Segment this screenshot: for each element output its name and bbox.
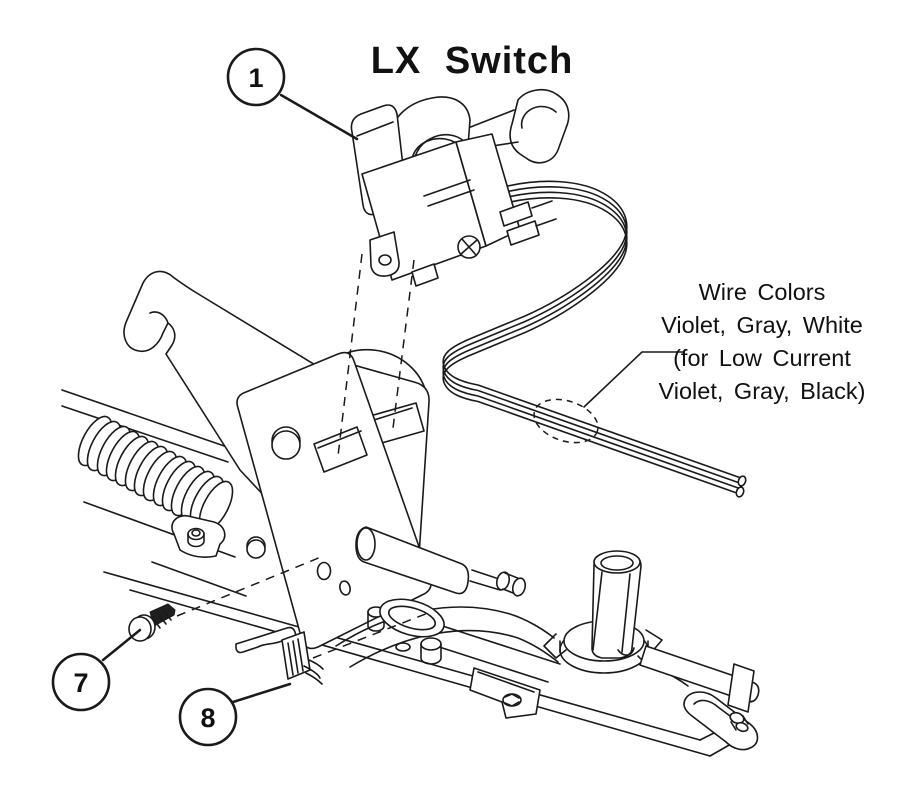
coil-spring-drawing	[77, 415, 234, 532]
callout-8-leader	[231, 682, 292, 704]
lx-switch-assembly-drawing	[350, 88, 570, 287]
wire-note-line-2: Violet, Gray, White	[661, 312, 863, 338]
callout-8-number: 8	[200, 703, 215, 733]
wire-note-line-3: (for Low Current	[673, 345, 851, 371]
callout-7-leader	[101, 628, 142, 662]
wire-note-marker	[533, 351, 685, 444]
callout-7-number: 7	[73, 668, 88, 698]
callout-7[interactable]: 7	[51, 628, 142, 712]
callout-8[interactable]: 8	[178, 682, 292, 747]
alignment-dashed-lines	[176, 253, 429, 659]
callout-7-balloon[interactable]	[51, 652, 111, 712]
base-plate-drawing	[83, 501, 732, 757]
callout-1-leader	[279, 93, 359, 141]
wire-note-line-4: Violet, Gray, Black)	[659, 378, 866, 404]
callout-1-balloon[interactable]	[226, 47, 286, 107]
wire-colors-note: Wire Colors Violet, Gray, White (for Low…	[659, 279, 866, 404]
clip-bracket-part-drawing	[235, 626, 324, 685]
rails-drawing	[61, 389, 234, 463]
front-mounting-plate-drawing	[236, 351, 432, 650]
screw-part-drawing	[128, 603, 176, 642]
wire-bundle-drawing	[442, 180, 747, 498]
linkage-and-post-drawing	[335, 550, 760, 751]
wire-note-line-1: Wire Colors	[699, 279, 826, 305]
callout-8-balloon[interactable]	[178, 687, 238, 747]
callout-1[interactable]: 1	[226, 47, 359, 141]
callout-1-number: 1	[248, 63, 263, 93]
diagram-title: LX Switch	[371, 40, 574, 82]
actuator-rod-drawing	[355, 526, 527, 597]
